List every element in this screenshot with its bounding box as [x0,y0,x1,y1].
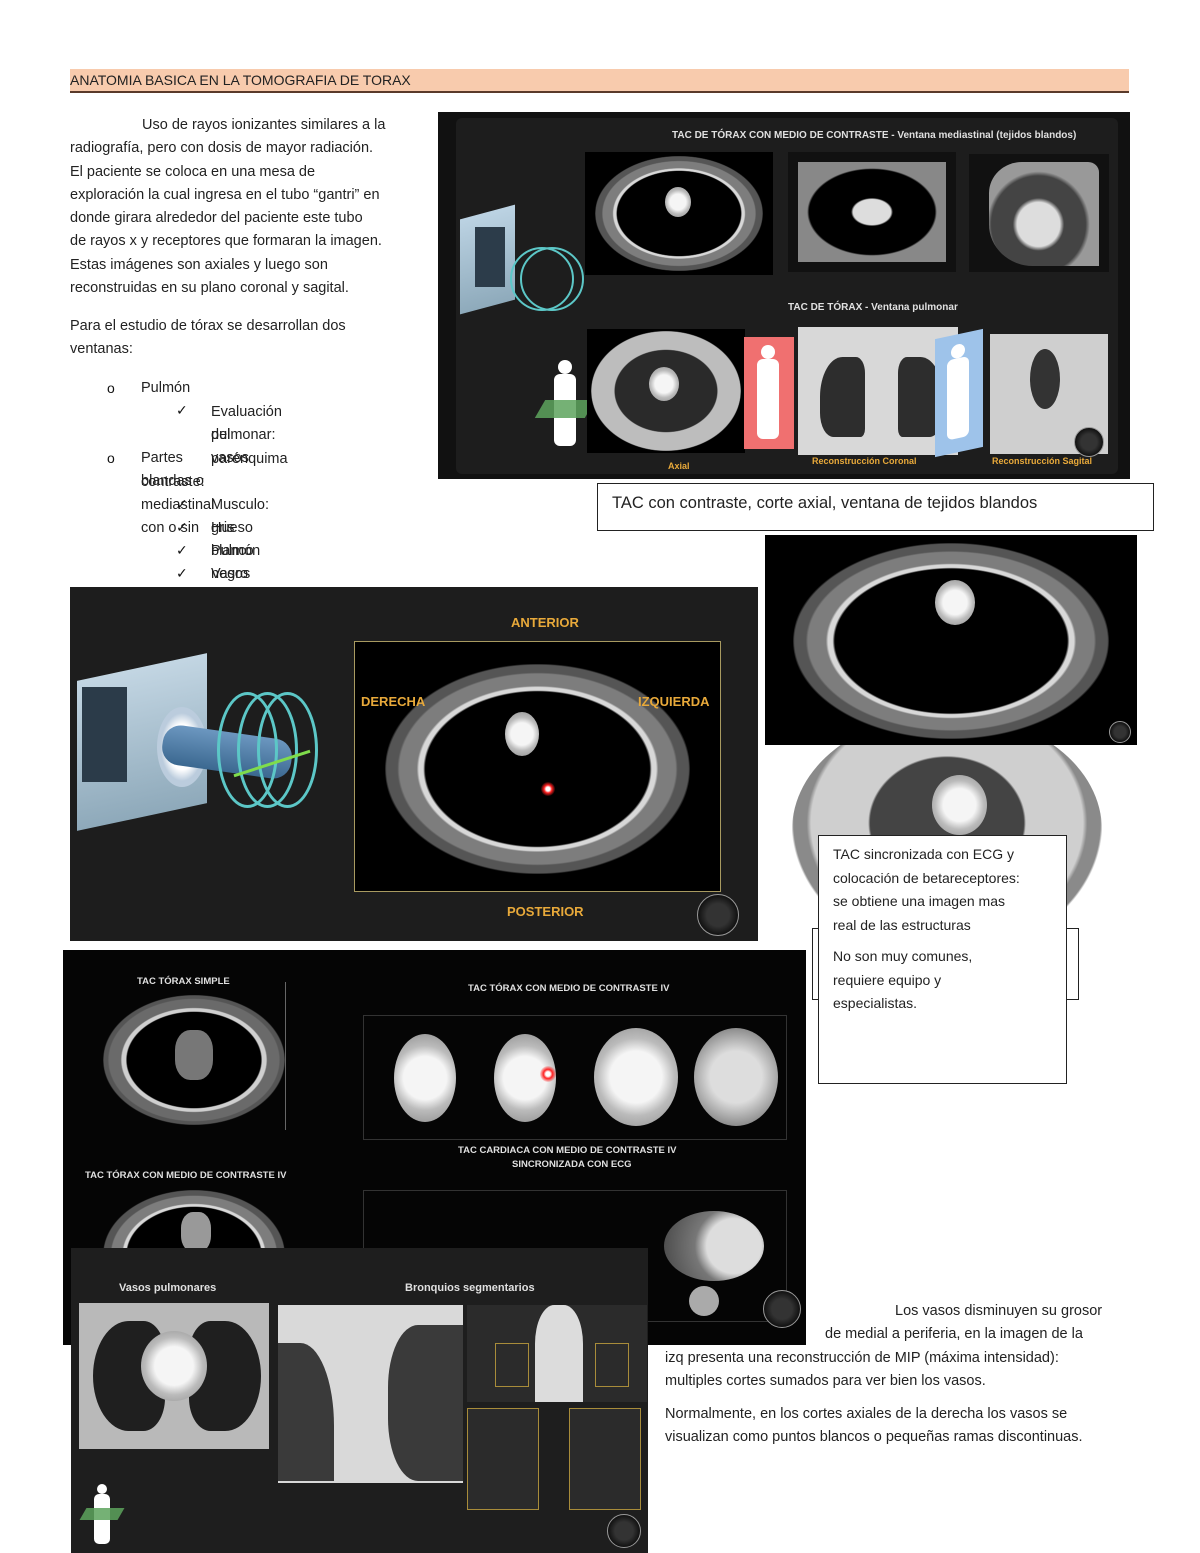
ct-scanner-illustration [72,627,352,857]
bronchi-detail-left [467,1408,539,1510]
aorta-marker [541,782,555,796]
list-item: Evaluación del parénquima [211,404,288,467]
slide-orientation: ANTERIOR DERECHA IZQUIERDA POSTERIOR [70,587,758,941]
windows-paragraph: Para el estudio de tórax se desarrollan … [70,318,346,358]
bronchi-zoom-image [278,1305,463,1483]
person-axial-plane-icon [534,360,596,450]
caption-contrast-box: TAC con contraste, corte axial, ventana … [597,483,1154,531]
list-item: Pulmón [141,380,191,396]
watermark-logo-icon [697,894,739,936]
axial-ct-orientation-image [354,641,721,892]
ct-simple-image [103,995,288,1130]
list-item: Pulmón negro [211,543,261,583]
list-item: pulmonar: vasos [211,427,276,467]
mip-vessels-image [79,1303,269,1449]
list-item: Hueso blanco [211,520,254,560]
person-coronal-plane-icon [744,337,794,449]
ecg-note-box: TAC sincronizada con ECG y colocación de… [818,835,1067,1084]
check-icon: ✓ [176,542,188,558]
document-title: ANATOMIA BASICA EN LA TOMOGRAFIA DE TORA… [70,69,1129,93]
check-icon: ✓ [176,519,188,535]
watermark-logo-icon [607,1514,641,1548]
bullet-circle: o [107,450,115,466]
coronal-lung-image [798,327,958,455]
ct-scanner-illustration [460,202,584,315]
list-item: contraste: [141,474,205,490]
watermark-logo-icon [1074,427,1104,457]
slide-ct-windows: TAC DE TÓRAX CON MEDIO DE CONTRASTE - Ve… [438,112,1130,479]
coronal-mediastinal-image [788,152,956,272]
intro-paragraph: Uso de rayos ionizantes similares a la r… [70,117,386,297]
ct-contrast-left-image [103,1190,288,1250]
slide-pulmonary-vessels: Vasos pulmonares Bronquios segmentarios [71,1248,648,1553]
person-sagittal-plane-icon [935,328,983,458]
watermark-logo-icon [1109,721,1131,743]
axial-mediastinal-image [585,152,773,275]
marker [540,1066,556,1082]
check-icon: ✓ [176,565,188,581]
bronchi-detail-right [569,1408,641,1510]
ct-contrast-series [363,1015,787,1140]
bullet-circle: o [107,380,115,396]
vessels-paragraph: Los vasos disminuyen su grosor de medial… [665,1303,1103,1446]
axial-lung-image [587,329,745,453]
axial-soft-tissue-ct [765,535,1137,745]
check-icon: ✓ [176,402,188,418]
list-item: Partes blandas o mediastinal con o sin [141,450,215,536]
check-icon: ✓ [176,496,188,512]
watermark-logo-icon [763,1290,801,1328]
list-item: Musculo: gris [211,497,270,537]
bronchi-axial-image [467,1305,647,1402]
person-axial-plane-icon [79,1484,125,1548]
sagittal-mediastinal-image [969,154,1109,272]
